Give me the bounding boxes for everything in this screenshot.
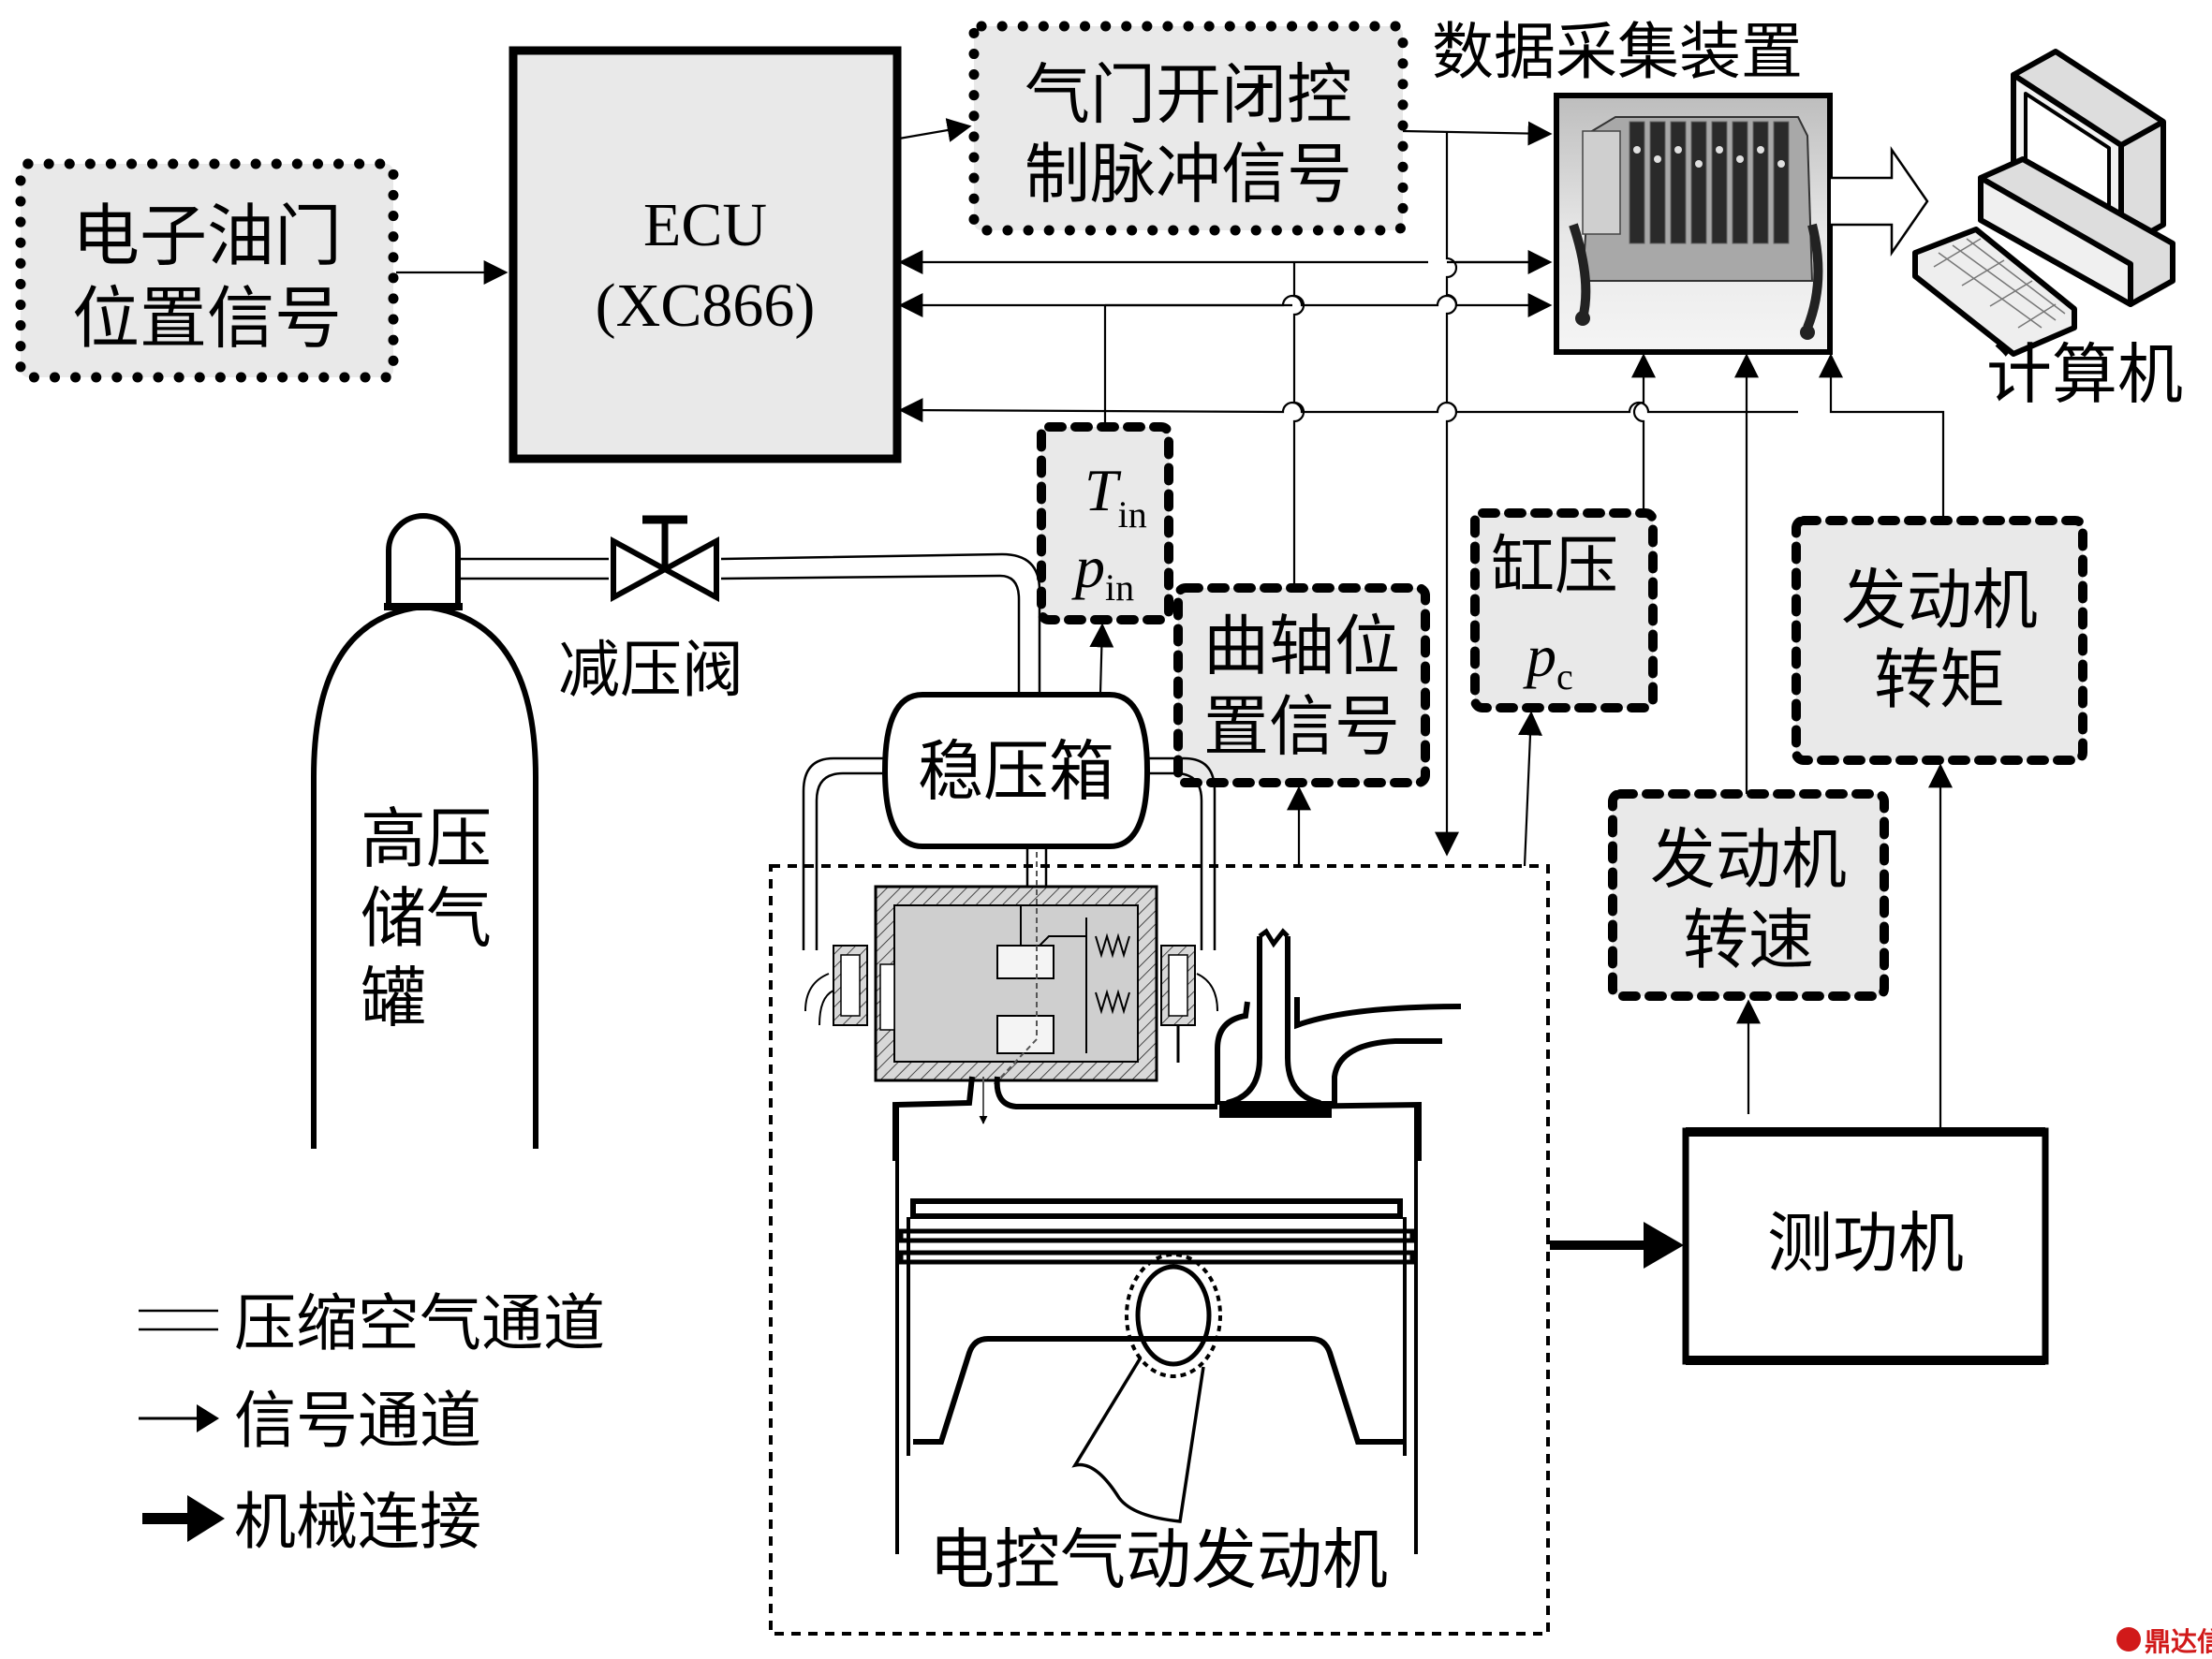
signal-bus-line-3 (898, 398, 1798, 423)
legend-label-compressed-air: 压缩空气通道 (234, 1287, 605, 1359)
engine-speed-box: 发动机 转速 (1608, 789, 1889, 1001)
daq-title: 数据采集装置 (1432, 16, 1803, 88)
signal-line-cylinder-pressure-to-daq (1631, 353, 1656, 515)
daq-chassis-image (1569, 116, 1823, 340)
signal-bus-line-2-to-daq (1105, 293, 1553, 317)
engine-label: 电控气动发动机 (929, 1521, 1388, 1598)
engine-torque-box: 发动机 转矩 (1792, 516, 2087, 765)
high-pressure-air-tank: 高压 储气 罐 (311, 513, 538, 1149)
intake-temperature-pressure-box: Tin pin (1037, 422, 1173, 624)
piston (898, 1198, 1415, 1523)
crank-position-signal-box: 曲轴位 置信号 (1173, 583, 1430, 787)
signal-line-valve-pulse-to-daq (1402, 121, 1553, 146)
ecu-label: ECU (643, 191, 767, 259)
signal-line-crank-to-bus (1292, 262, 1305, 587)
valve-pulse-line2: 制脉冲信号 (1025, 136, 1352, 213)
signal-line-torque-to-daq (1819, 353, 1945, 521)
legend-item-mechanical: 机械连接 (142, 1486, 481, 1558)
ecu-box: ECU (XC866) (509, 46, 902, 463)
ecu-model-label: (XC866) (596, 272, 816, 340)
pressure-reducing-valve-label: 减压阀 (558, 634, 744, 706)
data-acquisition-device (1554, 93, 1833, 355)
legend-item-compressed-air: 压缩空气通道 (139, 1287, 605, 1359)
intake-pressure-symbol: pin (1071, 534, 1134, 609)
legend: 压缩空气通道 信号通道 机械连接 (139, 1287, 605, 1558)
crank-signal-line2: 置信号 (1203, 688, 1400, 765)
signal-arrow-ecu-to-valve-pulse (898, 118, 972, 142)
signal-arrow-plenum-to-intake-sensor (1089, 623, 1114, 694)
data-transfer-arrow (1831, 145, 1929, 257)
tank-label-line1: 高压 (361, 800, 492, 877)
plenum-label: 稳压箱 (918, 733, 1114, 810)
plenum-tank: 稳压箱 (881, 692, 1151, 849)
throttle-signal-line1: 电子油门 (72, 197, 342, 275)
watermark: 鼎达信 (2116, 1626, 2212, 1657)
cylinder-pressure-symbol: pc (1523, 623, 1573, 697)
crank-signal-line1: 曲轴位 (1203, 608, 1400, 684)
watermark-text: 鼎达信 (2145, 1626, 2212, 1657)
cylinder-pressure-label: 缸压 (1491, 530, 1618, 604)
computer-label: 计算机 (1986, 336, 2183, 413)
dynamometer-box: 测功机 (1682, 1127, 2049, 1365)
valve-pulse-line1: 气门开闭控 (1025, 56, 1352, 133)
legend-label-signal: 信号通道 (234, 1385, 481, 1457)
signal-line-valve-pulse-to-engine (1435, 131, 1459, 857)
legend-item-signal: 信号通道 (139, 1385, 481, 1457)
intake-temperature-symbol: Tin (1084, 457, 1147, 536)
mechanical-connection-arrow (1550, 1222, 1684, 1269)
signal-arrow-engine-to-cylinder-pressure (1518, 711, 1542, 867)
air-valve-actuator (804, 852, 1218, 1124)
throttle-position-signal-box: 电子油门 位置信号 (15, 158, 399, 383)
tank-label-line3: 罐 (361, 960, 426, 1036)
valve-control-pulse-signal-box: 气门开闭控 制脉冲信号 (968, 21, 1408, 236)
legend-label-mechanical: 机械连接 (234, 1486, 481, 1558)
engine-speed-line1: 发动机 (1650, 821, 1847, 898)
engine-torque-line2: 转矩 (1874, 641, 2005, 718)
throttle-signal-line2: 位置信号 (72, 279, 342, 358)
tank-label-line2: 储气 (361, 880, 492, 957)
pressure-reducing-valve (611, 515, 719, 603)
dynamometer-label: 测功机 (1767, 1205, 1964, 1282)
cylinder-pressure-box: 缸压 pc (1470, 508, 1658, 712)
computer-icon (1912, 49, 2175, 357)
engine-speed-line2: 转速 (1683, 902, 1814, 978)
air-powered-engine: 电控气动发动机 (769, 852, 1550, 1636)
compressed-air-pipes (458, 552, 1217, 950)
engine-torque-line1: 发动机 (1841, 562, 2038, 639)
